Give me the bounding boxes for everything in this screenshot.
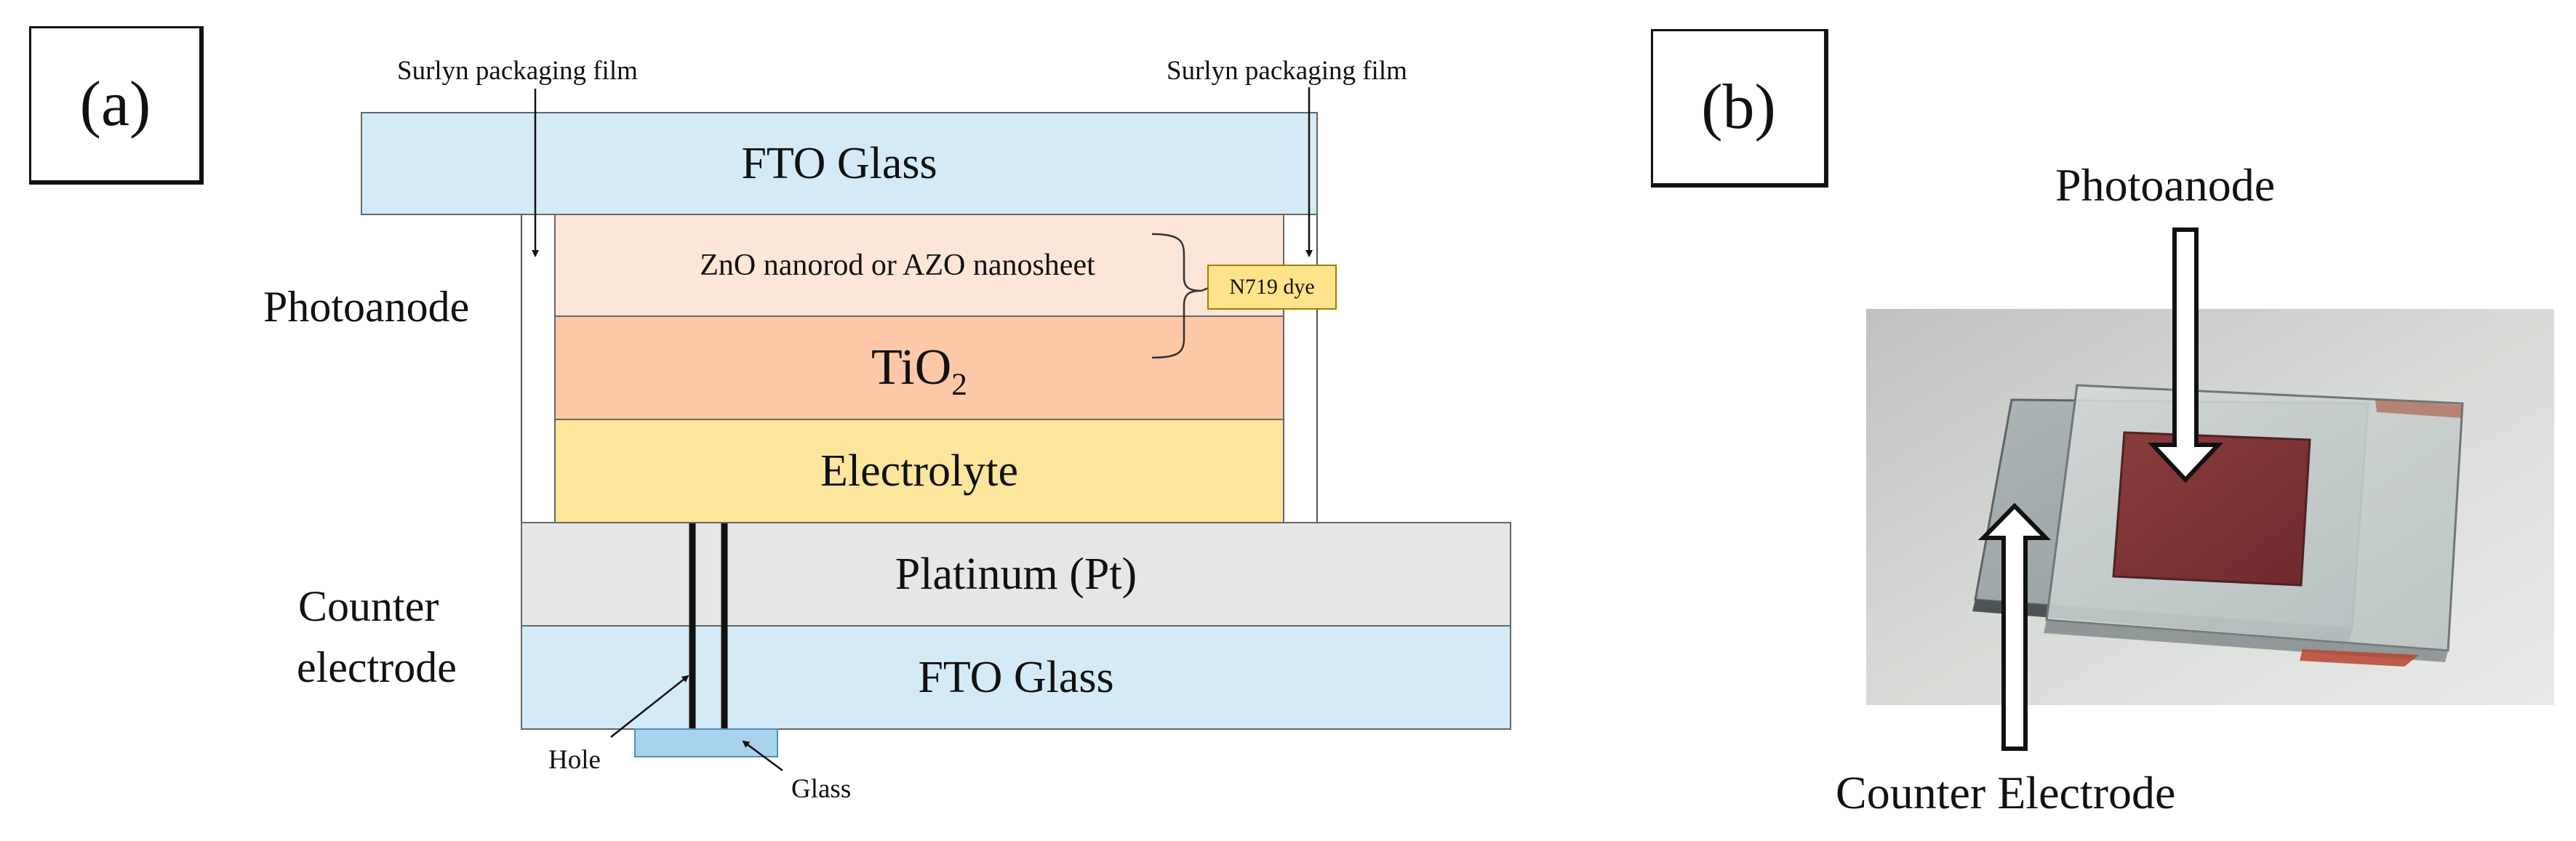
photoanode-side-label: Photoanode bbox=[263, 283, 470, 331]
electrolyte-label: Electrolyte bbox=[820, 446, 1018, 496]
sealant-streak bbox=[2300, 649, 2419, 667]
panel-b-label-box: (b) bbox=[1651, 29, 1828, 188]
platinum-layer: Platinum (Pt) bbox=[521, 522, 1511, 627]
fto-glass-top-layer: FTO Glass bbox=[361, 112, 1318, 215]
fto-glass-top-label: FTO Glass bbox=[741, 138, 937, 188]
device-photo bbox=[1866, 309, 2554, 705]
zno-azo-label: ZnO nanorod or AZO nanosheet bbox=[700, 249, 1095, 282]
device-photo-drawing bbox=[1866, 309, 2554, 705]
hole-arrow bbox=[610, 675, 689, 738]
surlyn-right-label: Surlyn packaging film bbox=[1167, 56, 1407, 86]
electrolyte-layer: Electrolyte bbox=[554, 419, 1284, 523]
tio2-label: TiO2 bbox=[871, 339, 967, 402]
glass-plug bbox=[634, 728, 778, 757]
sealant-streak-top bbox=[2375, 400, 2463, 418]
zno-azo-layer: ZnO nanorod or AZO nanosheet bbox=[554, 214, 1284, 317]
panel-a-label: (a) bbox=[79, 69, 151, 140]
hole-label: Hole bbox=[548, 745, 601, 775]
glass-arrow bbox=[742, 740, 783, 772]
platinum-label: Platinum (Pt) bbox=[895, 549, 1137, 599]
fto-glass-bottom-label: FTO Glass bbox=[918, 652, 1114, 702]
tio2-subscript: 2 bbox=[951, 367, 967, 403]
counter-electrode-photo-label: Counter Electrode bbox=[1836, 767, 2176, 818]
dyed-active-area bbox=[2112, 431, 2311, 587]
surlyn-left-label: Surlyn packaging film bbox=[397, 56, 638, 86]
tio2-layer: TiO2 bbox=[554, 315, 1284, 420]
counter-electrode-arrow bbox=[1977, 502, 2052, 751]
photoanode-arrow bbox=[2148, 228, 2223, 483]
counter-electrode-side-label-line2: electrode bbox=[297, 643, 457, 691]
counter-electrode-side-label-line1: Counter bbox=[298, 582, 439, 630]
n719-dye-label: N719 dye bbox=[1229, 275, 1315, 299]
surlyn-frame-right bbox=[1280, 211, 1318, 523]
panel-b-label: (b) bbox=[1701, 72, 1776, 142]
glass-label: Glass bbox=[791, 774, 852, 804]
tio2-formula: TiO bbox=[871, 339, 952, 395]
n719-dye-box: N719 dye bbox=[1207, 265, 1337, 310]
photoanode-photo-label: Photoanode bbox=[2055, 159, 2276, 211]
panel-a-label-box: (a) bbox=[29, 26, 204, 185]
